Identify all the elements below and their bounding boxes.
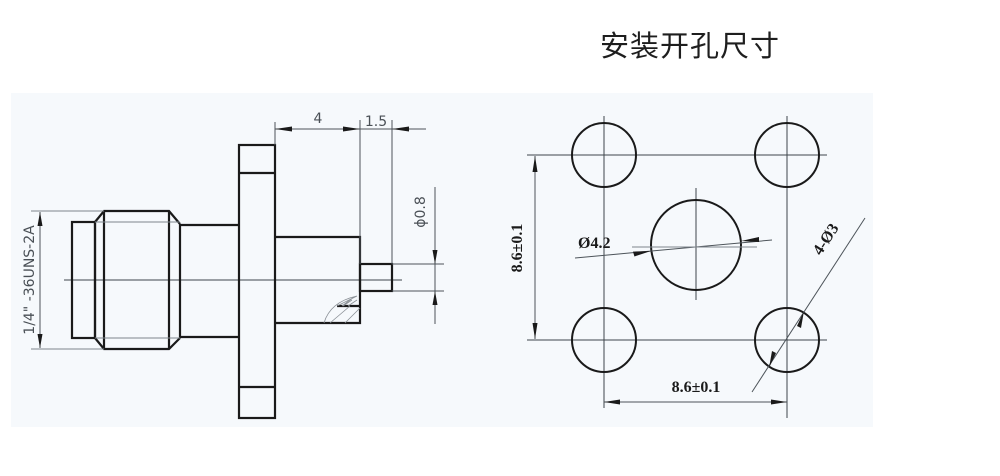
thread-dim-arrow-top — [37, 212, 43, 226]
dim-horizontal-arrow-right — [771, 399, 787, 405]
center-hole-arrow-right — [741, 237, 759, 242]
side-view-dimensions: 1/4" -36UNS-2A 4 1.5 ϕ0.8 — [22, 111, 444, 350]
connector-body — [180, 223, 239, 339]
dim-4-arrow-left — [275, 126, 292, 132]
dim-pin-arrow-top — [432, 250, 438, 264]
dim-vertical-arrow-bottom — [532, 323, 538, 339]
mounting-hole-bottom-right — [754, 307, 820, 373]
mounting-holes-label: 4-Ø3 — [810, 221, 843, 259]
mounting-hole-bottom-left — [571, 307, 637, 373]
mounting-hole-arrow-bottom — [769, 351, 776, 368]
connector-side-view — [64, 143, 402, 420]
dim-vertical-label: 8.6±0.1 — [509, 224, 526, 273]
mounting-flange — [237, 143, 277, 420]
center-hole-arrow-left — [632, 251, 651, 257]
dim-4-arrow-right — [343, 126, 360, 132]
thread-spec-label: 1/4" -36UNS-2A — [22, 225, 38, 335]
center-hole-leader — [574, 239, 773, 259]
thread-nut — [93, 209, 182, 351]
dim-pin-diameter-label: ϕ0.8 — [413, 196, 429, 228]
section-hatch — [323, 295, 361, 324]
panel-cutout-view — [527, 116, 827, 418]
dim-pin-arrow-bottom — [432, 291, 438, 305]
dim-horizontal-arrow-left — [604, 399, 620, 405]
center-hole — [650, 199, 742, 291]
center-hole-diameter-label: Ø4.2 — [578, 235, 610, 252]
panel-cutout-dimensions: 8.6±0.1 8.6±0.1 Ø4.2 4-Ø3 — [509, 156, 866, 405]
dim-1-5-label: 1.5 — [365, 114, 387, 130]
drawing-panel — [11, 93, 873, 427]
mounting-hole-arrow-top — [797, 311, 804, 328]
thread-dim-arrow-bottom — [37, 334, 43, 348]
mounting-hole-top-left — [571, 122, 637, 188]
page-title: 安装开孔尺寸 — [599, 29, 780, 63]
dim-4-label: 4 — [314, 111, 323, 127]
dim-vertical-arrow-top — [532, 156, 538, 172]
dim-horizontal-label: 8.6±0.1 — [672, 379, 721, 396]
center-pin — [358, 262, 394, 293]
mounting-hole-top-right — [754, 122, 820, 188]
dim-1-5-arrow — [392, 126, 409, 132]
mounting-hole-leader — [751, 217, 866, 393]
